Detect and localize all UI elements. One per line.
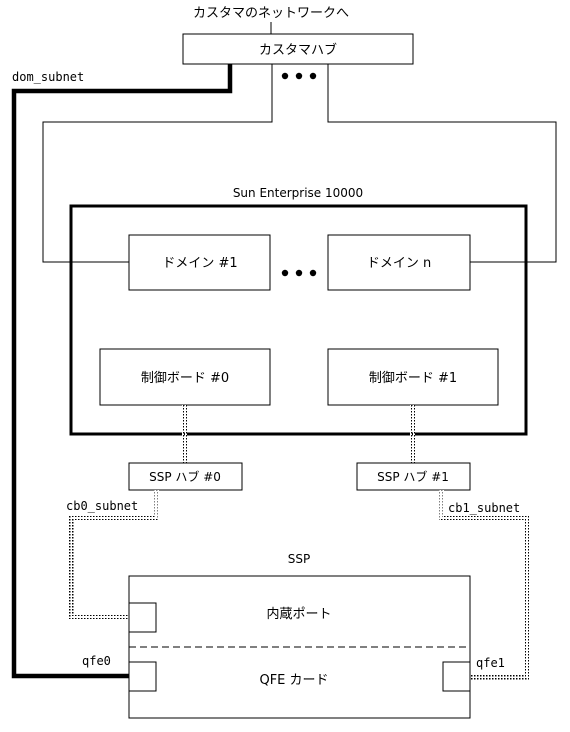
dom-subnet-label: dom_subnet bbox=[12, 70, 84, 84]
internal-port-connector bbox=[128, 602, 157, 633]
qfe1-label: qfe1 bbox=[476, 656, 505, 670]
cb1-to-hub1-connector bbox=[410, 405, 415, 463]
enterprise-title: Sun Enterprise 10000 bbox=[233, 186, 363, 200]
qfe0-label: qfe0 bbox=[82, 654, 111, 668]
qfe0-connector bbox=[128, 661, 157, 692]
customer-hub-box bbox=[182, 33, 414, 65]
cb0-subnet-label: cb0_subnet bbox=[66, 499, 138, 513]
ssp-hub-1-label: SSP ハブ #1 bbox=[377, 469, 449, 484]
domains-ellipsis bbox=[281, 269, 317, 277]
ssp-hub-1-box bbox=[356, 462, 471, 491]
qfe1-connector bbox=[442, 661, 471, 692]
cb0-subnet-line bbox=[69, 490, 159, 619]
customer-hub-label: カスタマハブ bbox=[259, 42, 337, 58]
control-board-0-label: 制御ボード #0 bbox=[141, 371, 229, 386]
domain-1-label: ドメイン #1 bbox=[162, 256, 237, 271]
hub-to-domain-n-line bbox=[327, 64, 557, 263]
cb0-to-hub0-connector bbox=[182, 405, 187, 463]
dom-subnet-line bbox=[11, 64, 233, 679]
qfe-card-label: QFE カード bbox=[259, 673, 328, 688]
control-board-1-box bbox=[327, 348, 499, 406]
cb1-subnet-line bbox=[439, 490, 529, 680]
control-board-1-label: 制御ボード #1 bbox=[369, 371, 457, 386]
internal-port-label: 内蔵ポート bbox=[266, 606, 331, 622]
domain-n-box bbox=[327, 234, 471, 291]
domain-1-box bbox=[128, 234, 271, 291]
ssp-hub-0-label: SSP ハブ #0 bbox=[149, 469, 221, 484]
control-board-0-box bbox=[99, 348, 271, 406]
hub-to-domain-1-line bbox=[42, 64, 273, 263]
customer-network-label: カスタマのネットワークへ bbox=[193, 6, 349, 21]
cb1-subnet-label: cb1_subnet bbox=[448, 501, 520, 515]
ssp-hub-0-box bbox=[128, 462, 243, 491]
domain-n-label: ドメイン n bbox=[367, 256, 431, 271]
enterprise-frame bbox=[69, 204, 528, 436]
hub-ports-ellipsis bbox=[281, 72, 317, 80]
ssp-title: SSP bbox=[288, 552, 310, 566]
